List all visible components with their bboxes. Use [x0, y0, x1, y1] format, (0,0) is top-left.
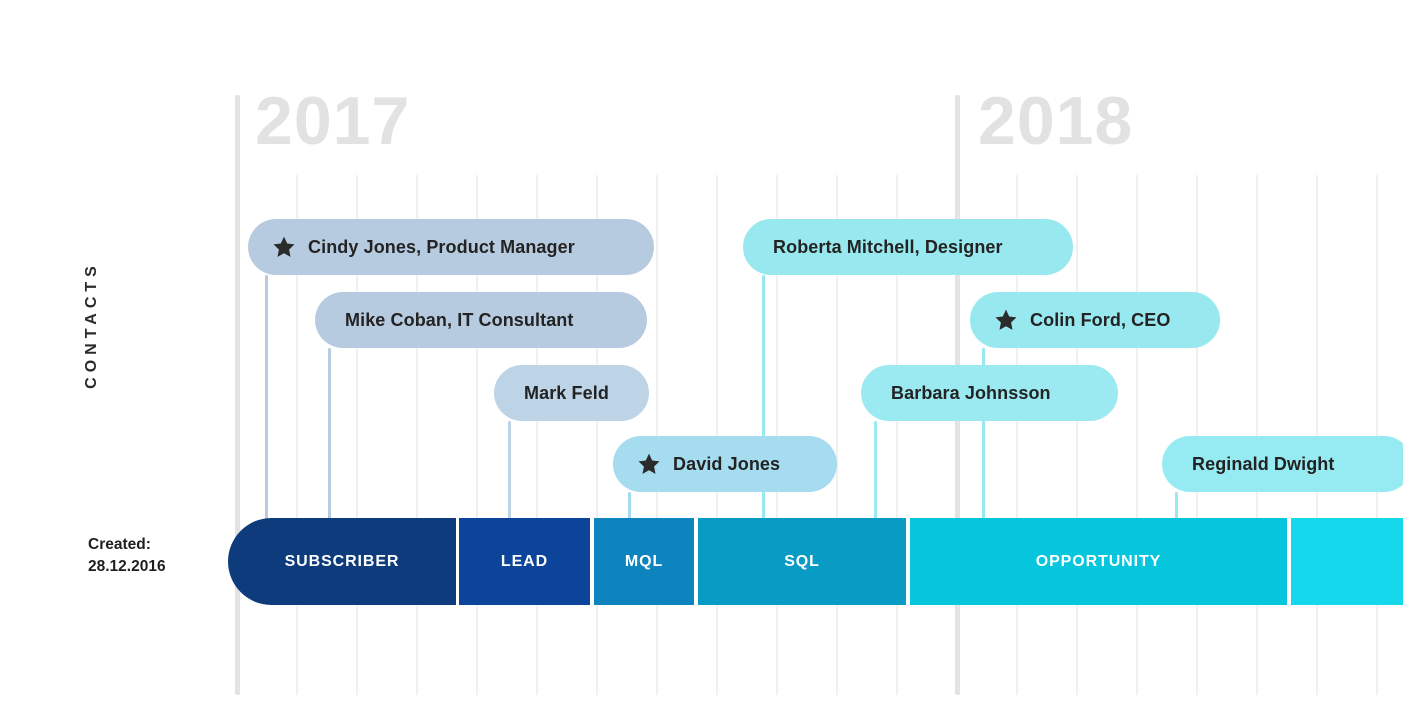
- contact-name-label: Mike Coban, IT Consultant: [345, 309, 574, 330]
- star-icon: [637, 452, 661, 476]
- contact-name-label: Colin Ford, CEO: [1030, 309, 1171, 330]
- stage-segment-label: SUBSCRIBER: [284, 552, 400, 570]
- stage-segment-subscriber[interactable]: SUBSCRIBER: [228, 518, 456, 605]
- contact-pill[interactable]: Reginald Dwight: [1162, 436, 1403, 492]
- gridline: [356, 175, 358, 695]
- created-date-value: 28.12.2016: [88, 558, 166, 576]
- stage-segment-mql[interactable]: MQL: [594, 518, 694, 605]
- gridline: [1376, 175, 1378, 695]
- contact-pill[interactable]: Mark Feld: [494, 365, 649, 421]
- gridline: [716, 175, 718, 695]
- contact-name-label: David Jones: [673, 453, 781, 474]
- contact-stem: [874, 421, 877, 520]
- gridline: [416, 175, 418, 695]
- year-divider-2017: [235, 95, 240, 695]
- star-icon: [994, 308, 1018, 332]
- gridline: [1016, 175, 1018, 695]
- gridline: [776, 175, 778, 695]
- year-label-2017: 2017: [255, 83, 411, 159]
- contact-pill[interactable]: Mike Coban, IT Consultant: [315, 292, 647, 348]
- gridline: [1196, 175, 1198, 695]
- gridline: [536, 175, 538, 695]
- created-label-text: Created:: [88, 536, 151, 553]
- contact-name-label: Cindy Jones, Product Manager: [308, 236, 575, 257]
- gridline: [656, 175, 658, 695]
- contact-stem: [265, 275, 268, 520]
- contact-pill[interactable]: Barbara Johnsson: [861, 365, 1118, 421]
- stage-segment-unlabeled[interactable]: [1291, 518, 1403, 605]
- stage-segment-lead[interactable]: LEAD: [459, 518, 590, 605]
- contact-name-label: Mark Feld: [524, 382, 609, 403]
- created-date-block: Created: 28.12.2016: [88, 534, 166, 579]
- contact-name-label: Reginald Dwight: [1192, 453, 1335, 474]
- gridline: [1076, 175, 1078, 695]
- contact-stem: [628, 492, 631, 520]
- stage-segment-label: SQL: [784, 552, 820, 570]
- contact-stem: [1175, 492, 1178, 520]
- year-label-2018: 2018: [978, 83, 1134, 159]
- contact-stem: [982, 348, 985, 520]
- stage-segment-sql[interactable]: SQL: [698, 518, 906, 605]
- contact-stem: [328, 348, 331, 520]
- gridline: [296, 175, 298, 695]
- gridline: [1316, 175, 1318, 695]
- contact-stem: [762, 275, 765, 520]
- contacts-axis-caption: CONTACTS: [72, 225, 112, 425]
- gridline: [1136, 175, 1138, 695]
- stage-segment-label: OPPORTUNITY: [1035, 552, 1162, 570]
- gridline: [1256, 175, 1258, 695]
- contact-name-label: Barbara Johnsson: [891, 382, 1051, 403]
- contact-pill[interactable]: David Jones: [613, 436, 837, 492]
- gridline: [476, 175, 478, 695]
- contact-stem: [508, 421, 511, 520]
- contact-pill[interactable]: Cindy Jones, Product Manager: [248, 219, 654, 275]
- contact-name-label: Roberta Mitchell, Designer: [773, 236, 1003, 257]
- contacts-axis-label: CONTACTS: [83, 261, 101, 389]
- stage-segment-label: MQL: [624, 552, 664, 570]
- stage-segment-opportunity[interactable]: OPPORTUNITY: [910, 518, 1287, 605]
- contact-pill[interactable]: Roberta Mitchell, Designer: [743, 219, 1073, 275]
- star-icon: [272, 235, 296, 259]
- gridline: [836, 175, 838, 695]
- gridline: [596, 175, 598, 695]
- gridline: [896, 175, 898, 695]
- contact-pill[interactable]: Colin Ford, CEO: [970, 292, 1220, 348]
- stage-segment-label: LEAD: [500, 552, 549, 570]
